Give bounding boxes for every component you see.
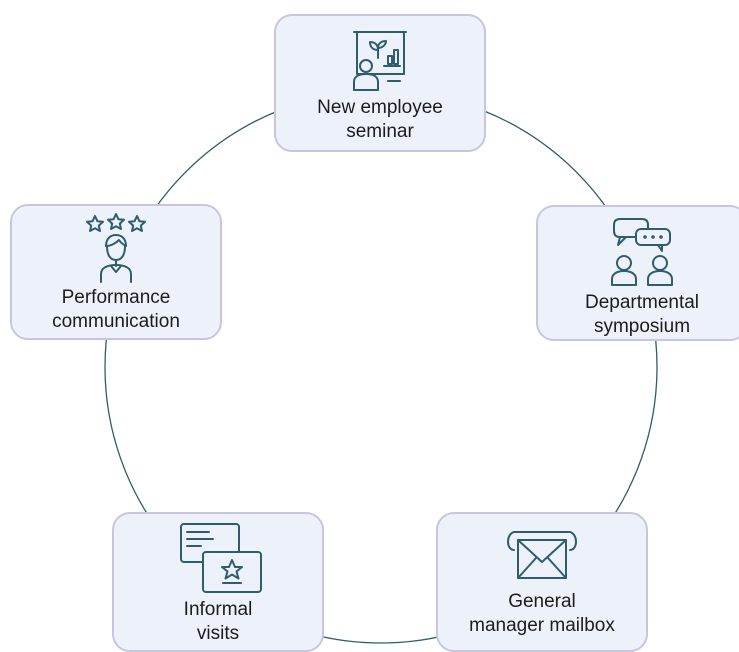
node-informal-visits: Informal visits xyxy=(112,512,324,652)
node-label: Performance communication xyxy=(52,286,180,334)
node-departmental-symposium: Departmental symposium xyxy=(536,205,739,341)
node-label-line: manager mailbox xyxy=(469,615,615,636)
node-label: New employee seminar xyxy=(317,96,443,144)
discussion-people-icon xyxy=(611,218,673,286)
node-new-employee-seminar: New employee seminar xyxy=(274,14,486,152)
presentation-board-icon xyxy=(353,31,407,91)
node-label-line: communication xyxy=(52,311,180,332)
node-performance-communication: Performance communication xyxy=(10,204,222,340)
person-stars-icon xyxy=(86,213,146,283)
node-general-manager-mailbox: General manager mailbox xyxy=(436,512,648,652)
node-label: General manager mailbox xyxy=(469,590,615,638)
node-label-line: Informal xyxy=(183,599,253,620)
node-label-line: symposium xyxy=(593,316,691,337)
cards-star-icon xyxy=(180,523,262,593)
node-label-line: General xyxy=(508,591,576,612)
node-label-line: seminar xyxy=(346,121,414,142)
node-label: Informal visits xyxy=(184,598,253,646)
node-label: Departmental symposium xyxy=(585,291,699,339)
node-label-line: Performance xyxy=(61,287,171,308)
node-label-line: Departmental xyxy=(584,292,700,313)
node-label-line: visits xyxy=(196,623,240,644)
mailbox-envelope-icon xyxy=(507,531,577,579)
node-label-line: New employee xyxy=(317,97,443,118)
